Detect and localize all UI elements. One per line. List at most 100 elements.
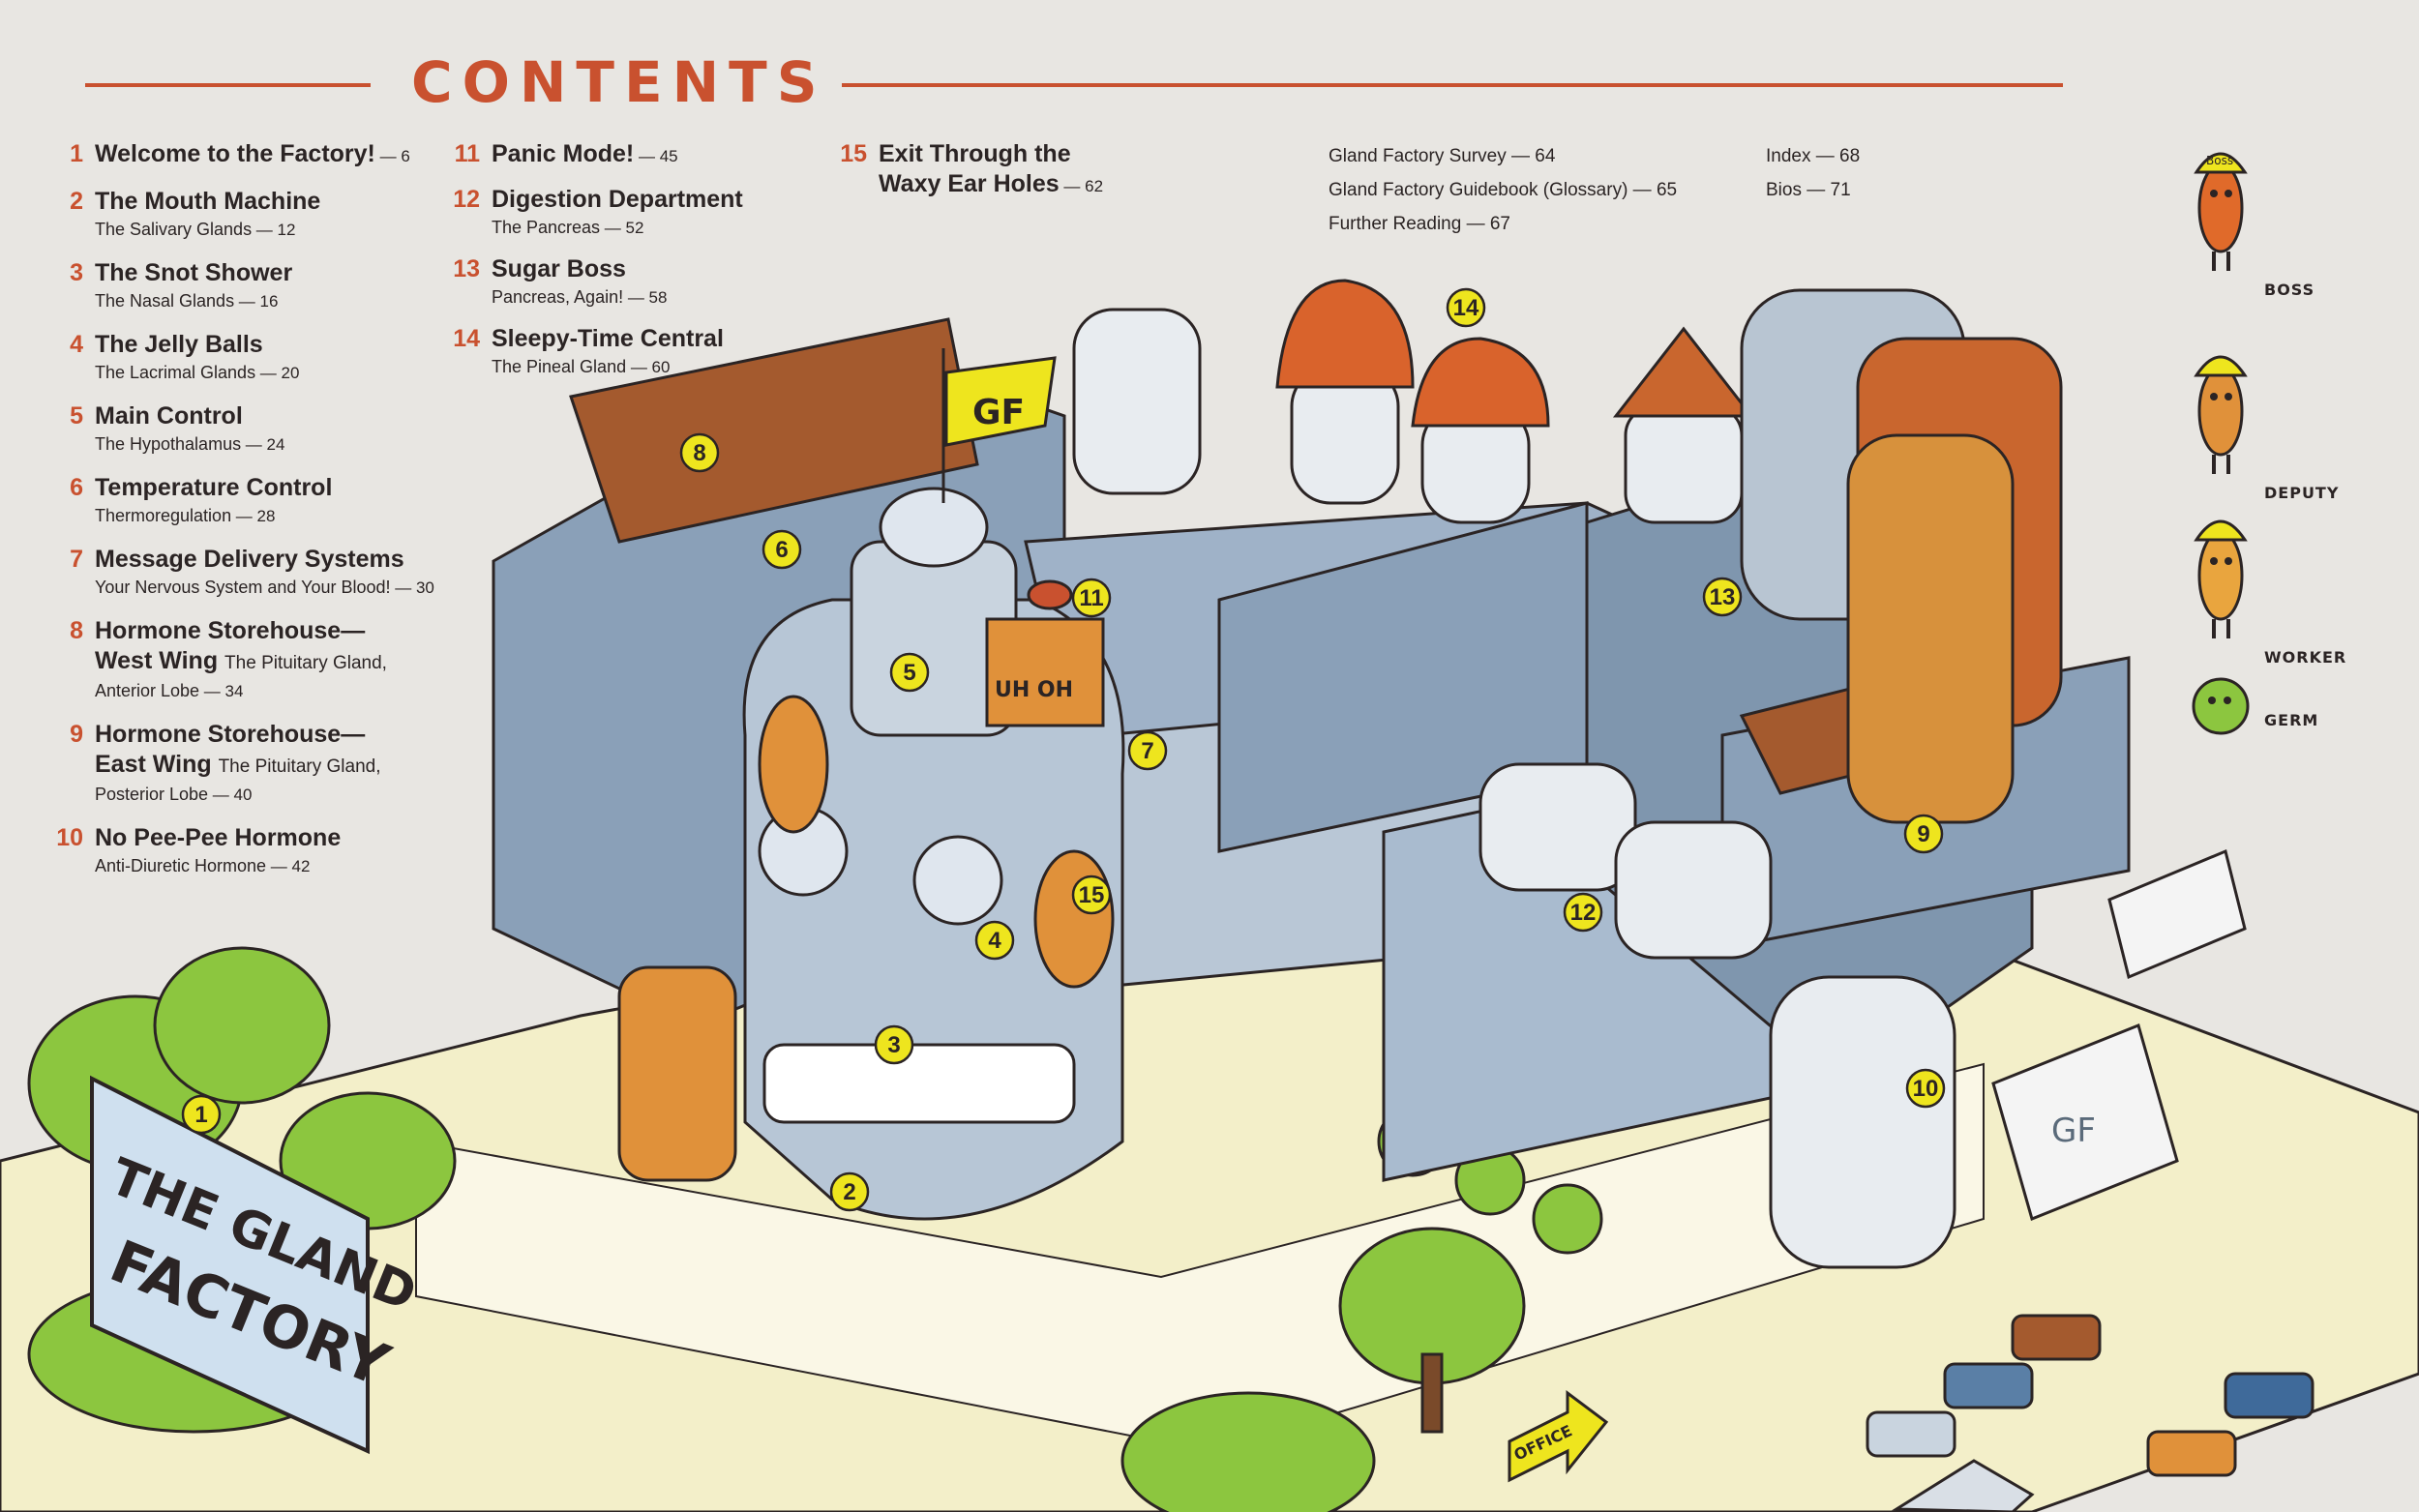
marker-number: 2 bbox=[843, 1179, 855, 1205]
toc-subtitle: The Salivary Glands — 12 bbox=[95, 217, 493, 243]
marker-11: 11 bbox=[1071, 578, 1112, 618]
back-matter-page: — 71 bbox=[1801, 180, 1851, 200]
marker-12: 12 bbox=[1563, 892, 1603, 933]
toc-number: 7 bbox=[70, 546, 83, 573]
toc-subtitle-text: The Nasal Glands bbox=[95, 291, 235, 311]
toc-title: Digestion Department bbox=[492, 185, 832, 215]
back-matter-item[interactable]: Index — 68 bbox=[1766, 139, 1860, 173]
box-label: UH OH bbox=[995, 678, 1073, 702]
legend-deputy-character bbox=[2194, 355, 2248, 474]
marker-number: 13 bbox=[1710, 584, 1736, 610]
toc-number: 6 bbox=[70, 474, 83, 501]
back-matter-item[interactable]: Further Reading — 67 bbox=[1329, 207, 1677, 241]
flag-label: GF bbox=[972, 393, 1025, 432]
marker-9: 9 bbox=[1903, 814, 1944, 854]
truck-label: GF bbox=[2051, 1112, 2096, 1150]
marker-8: 8 bbox=[679, 432, 720, 473]
toc-subtitle-text: Pancreas, Again! bbox=[492, 287, 624, 307]
toc-subtitle-text: Your Nervous System and Your Blood! bbox=[95, 578, 391, 597]
trees bbox=[1420, 1352, 1444, 1434]
back-matter-label: Further Reading bbox=[1329, 214, 1462, 234]
toc-number: 15 bbox=[840, 140, 867, 167]
toc-title: Sugar Boss bbox=[492, 254, 832, 284]
marker-13: 13 bbox=[1702, 577, 1743, 617]
toc-title-text: The Jelly Balls bbox=[95, 331, 263, 358]
toc-page: — 12 bbox=[252, 221, 296, 239]
toc-subtitle: The Hypothalamus — 24 bbox=[95, 431, 493, 458]
toc-subtitle-text: The Hypothalamus bbox=[95, 434, 242, 454]
toc-page: — 30 bbox=[390, 578, 434, 597]
toc-subtitle: The Nasal Glands — 16 bbox=[95, 288, 493, 314]
back-matter-item[interactable]: Bios — 71 bbox=[1766, 173, 1860, 207]
toc-page: — 40 bbox=[208, 786, 253, 804]
toc-title: No Pee-Pee Hormone bbox=[95, 823, 493, 853]
toc-subtitle: The Lacrimal Glands — 20 bbox=[95, 360, 493, 386]
toc-title: Welcome to the Factory! — 6 bbox=[95, 139, 493, 171]
toc-page: — 28 bbox=[231, 507, 276, 525]
legend-germ-character bbox=[2192, 677, 2250, 735]
marker-4: 4 bbox=[974, 920, 1015, 961]
marker-number: 14 bbox=[1453, 295, 1479, 321]
toc-number: 3 bbox=[70, 259, 83, 286]
back-matter-label: Index bbox=[1766, 146, 1811, 166]
boss-hat-label: Boss bbox=[2206, 154, 2233, 167]
toc-title-line2: West Wing bbox=[95, 647, 219, 674]
toc-subtitle-text: The Pineal Gland bbox=[492, 357, 627, 376]
toc-subtitle: Anti-Diuretic Hormone — 42 bbox=[95, 853, 493, 879]
toc-title-text: Welcome to the Factory! bbox=[95, 140, 375, 167]
toc-title-text: Exit Through the bbox=[879, 140, 1071, 167]
marker-3: 3 bbox=[874, 1024, 914, 1065]
toc-title: The Snot Shower bbox=[95, 258, 493, 288]
marker-number: 4 bbox=[988, 928, 1001, 954]
toc-title-text: Main Control bbox=[95, 402, 243, 430]
toc-number: 10 bbox=[56, 824, 83, 851]
back-matter-label: Gland Factory Survey bbox=[1329, 146, 1507, 166]
legend-boss-character: Boss bbox=[2194, 152, 2248, 271]
marker-number: 12 bbox=[1570, 900, 1597, 926]
toc-title-text: Sleepy-Time Central bbox=[492, 325, 724, 352]
legend-label-germ: GERM bbox=[2264, 711, 2319, 729]
toc-subtitle-text: Thermoregulation bbox=[95, 506, 232, 525]
back-matter-label: Bios bbox=[1766, 180, 1802, 200]
toc-title-text: The Snot Shower bbox=[95, 259, 293, 286]
legend-label-deputy: DEPUTY bbox=[2264, 484, 2340, 502]
toc-title: Hormone Storehouse—East Wing The Pituita… bbox=[95, 720, 493, 782]
toc-number: 13 bbox=[453, 255, 480, 282]
marker-1: 1 bbox=[181, 1094, 222, 1135]
back-matter-item[interactable]: Gland Factory Survey — 64 bbox=[1329, 139, 1677, 173]
toc-subtitle-text: The Pancreas bbox=[492, 218, 601, 237]
back-matter-item[interactable]: Gland Factory Guidebook (Glossary) — 65 bbox=[1329, 173, 1677, 207]
legend-label-boss: BOSS bbox=[2264, 281, 2315, 299]
toc-page: — 20 bbox=[255, 364, 300, 382]
toc-subtitle: Your Nervous System and Your Blood! — 30 bbox=[95, 575, 493, 601]
vehicles bbox=[1866, 848, 2314, 1512]
toc-subtitle-text: Posterior Lobe bbox=[95, 785, 209, 804]
marker-number: 10 bbox=[1913, 1076, 1939, 1102]
toc-page: — 60 bbox=[626, 358, 671, 376]
toc-title-text: Message Delivery Systems bbox=[95, 546, 404, 573]
toc-subtitle: Posterior Lobe — 40 bbox=[95, 782, 493, 808]
toc-number: 12 bbox=[453, 186, 480, 213]
toc-title-line2: East Wing bbox=[95, 751, 212, 778]
marker-number: 9 bbox=[1917, 821, 1929, 847]
marker-2: 2 bbox=[829, 1171, 870, 1212]
